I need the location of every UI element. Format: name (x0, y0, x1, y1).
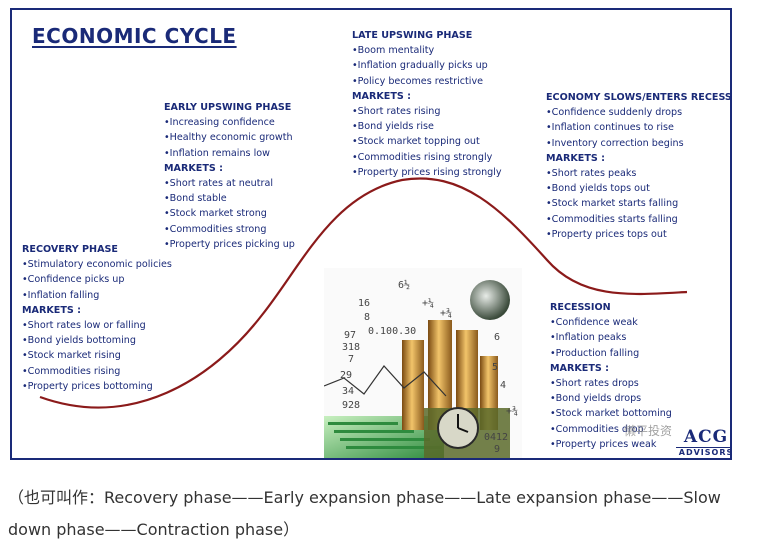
watermark: 懒平投资 (624, 424, 673, 438)
phase-economy-slows: ECONOMY SLOWS/ENTERS RECESSION Confidenc… (546, 90, 732, 242)
market-item: Bond yields bottoming (22, 333, 172, 348)
collage-number: +¼ (422, 297, 434, 309)
phase-item: Policy becomes restrictive (352, 74, 502, 89)
market-item: Bond yields drops (550, 391, 672, 406)
market-item: Short rates peaks (546, 166, 730, 181)
phase-item: Healthy economic growth (164, 130, 295, 145)
market-item: Stock market bottoming (550, 406, 672, 421)
market-item: Stock market topping out (352, 134, 502, 149)
phase-late-upswing: LATE UPSWING PHASE Boom mentality Inflat… (352, 28, 502, 180)
logo-main: ACG (683, 427, 729, 447)
market-item: Stock market rising (22, 348, 172, 363)
phase-early-upswing: EARLY UPSWING PHASE Increasing confidenc… (164, 100, 295, 252)
phase-item: Confidence weak (550, 315, 672, 330)
phase-item: Stimulatory economic policies (22, 257, 172, 272)
column-3 (456, 330, 478, 430)
cycle-curve (39, 177, 688, 409)
logo-sub: ADVISORS (676, 447, 730, 457)
market-item: Commodities strong (164, 222, 295, 237)
collage-number: +¾ (440, 307, 452, 319)
phase-heading: ECONOMY SLOWS/ENTERS RECESSION (546, 92, 732, 103)
collage-number: 5 (492, 362, 498, 373)
market-item: Commodities starts falling (546, 212, 730, 227)
phase-item: Inflation falling (22, 288, 172, 303)
markets-heading: MARKETS : (550, 362, 609, 374)
phase-heading: RECESSION (550, 302, 611, 313)
acg-advisors-logo: ACG ADVISORS (676, 427, 730, 458)
phase-item: Inflation continues to rise (546, 120, 730, 135)
collage-number: 6½ (398, 279, 410, 291)
markets-heading: MARKETS : (164, 162, 223, 174)
collage-number: 318 (342, 342, 360, 353)
phase-recession: RECESSION Confidence weak Inflation peak… (550, 300, 672, 452)
market-item: Short rates low or falling (22, 318, 172, 333)
phase-item: Inflation remains low (164, 146, 295, 161)
phase-item: Production falling (550, 346, 672, 361)
globe-icon (470, 280, 510, 320)
markets-heading: MARKETS : (22, 304, 81, 316)
collage-graphic: 6½ 16 8 97 318 7 29 34 928 6 5 0.100.30 … (324, 268, 522, 458)
collage-number: 8 (364, 312, 370, 323)
phase-item: Boom mentality (352, 43, 502, 58)
market-item: Bond stable (164, 191, 295, 206)
phase-item: Confidence suddenly drops (546, 105, 730, 120)
collage-number: 34 (342, 386, 354, 397)
finance-collage-image: 6½ 16 8 97 318 7 29 34 928 6 5 0.100.30 … (324, 268, 522, 458)
market-item: Property prices picking up (164, 237, 295, 252)
collage-number: 4 (500, 380, 506, 391)
collage-number: 9 (494, 444, 500, 455)
phase-heading: RECOVERY PHASE (22, 244, 118, 255)
market-item: Commodities drop (550, 422, 672, 437)
market-item: Property prices weak (550, 437, 672, 452)
phase-item: Inflation gradually picks up (352, 58, 502, 73)
market-item: Short rates at neutral (164, 176, 295, 191)
column-1 (402, 340, 424, 430)
collage-number: 928 (342, 400, 360, 411)
markets-heading: MARKETS : (546, 152, 605, 164)
collage-number: +¾ (506, 405, 518, 417)
phase-item: Confidence picks up (22, 272, 172, 287)
collage-number: 29 (340, 370, 352, 381)
collage-number: 7 (348, 354, 354, 365)
phase-heading: LATE UPSWING PHASE (352, 30, 473, 41)
collage-number: 16 (358, 298, 370, 309)
collage-number: 97 (344, 330, 356, 341)
market-item: Bond yields rise (352, 119, 502, 134)
market-item: Stock market starts falling (546, 196, 730, 211)
market-item: Property prices rising strongly (352, 165, 502, 180)
diagram-title: ECONOMIC CYCLE (32, 24, 237, 48)
markets-heading: MARKETS : (352, 90, 411, 102)
market-item: Commodities rising strongly (352, 150, 502, 165)
collage-number: 0412 (484, 432, 508, 443)
phase-item: Increasing confidence (164, 115, 295, 130)
collage-number: 6 (494, 332, 500, 343)
economic-cycle-diagram: ECONOMIC CYCLE (10, 8, 732, 460)
phase-heading: EARLY UPSWING PHASE (164, 102, 292, 113)
caption-text: （也可叫作：Recovery phase——Early expansion ph… (8, 488, 721, 539)
market-item: Short rates drops (550, 376, 672, 391)
market-item: Bond yields tops out (546, 181, 730, 196)
market-item: Stock market strong (164, 206, 295, 221)
caption: （也可叫作：Recovery phase——Early expansion ph… (8, 482, 748, 546)
phase-recovery: RECOVERY PHASE Stimulatory economic poli… (22, 242, 172, 394)
phase-item: Inventory correction begins (546, 136, 730, 151)
cycle-curve-line (39, 177, 688, 409)
phase-item: Inflation peaks (550, 330, 672, 345)
market-item: Short rates rising (352, 104, 502, 119)
market-item: Commodities rising (22, 364, 172, 379)
collage-number: 0.100.30 (368, 326, 416, 337)
market-item: Property prices tops out (546, 227, 730, 242)
market-item: Property prices bottoming (22, 379, 172, 394)
